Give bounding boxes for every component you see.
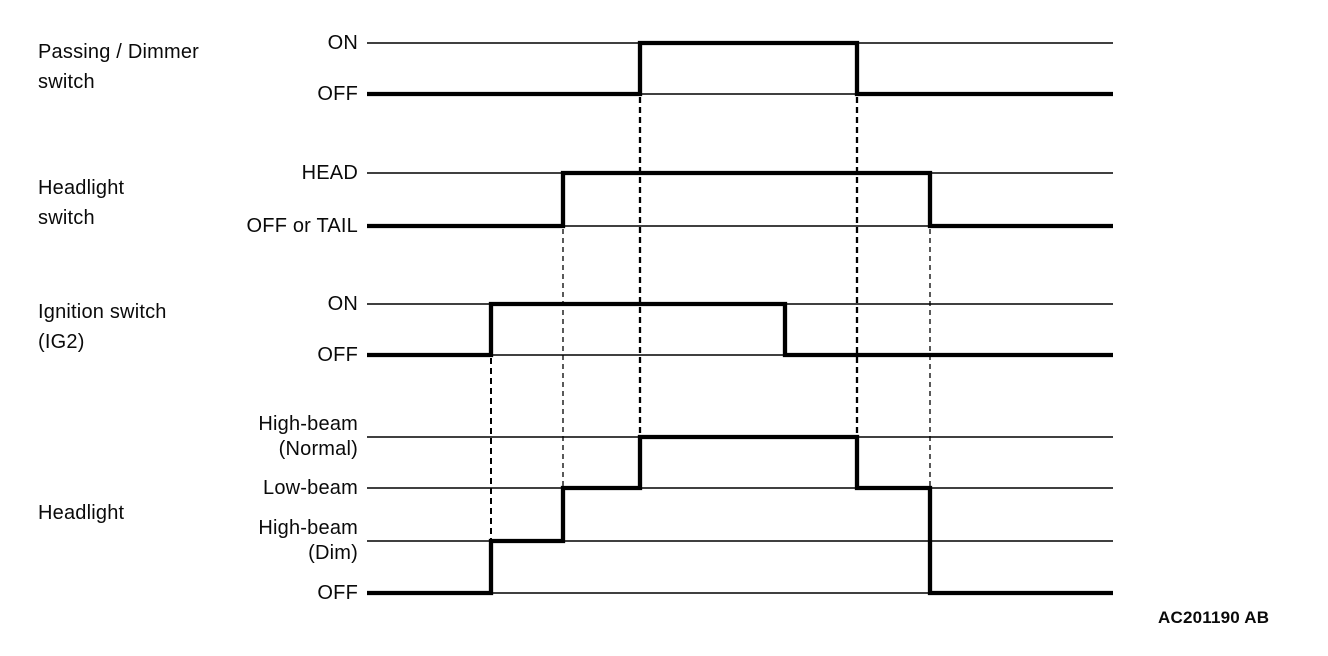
- signal-trace-0: [367, 40, 1113, 97]
- level-label-line: (Normal): [278, 438, 358, 460]
- level-label-ignition-on: ON: [327, 293, 358, 315]
- level-label-passing-on: ON: [327, 32, 358, 54]
- level-label-headlight-off: OFF: [317, 582, 358, 604]
- section-label-line: switch: [38, 207, 95, 229]
- level-label-line: (Dim): [308, 542, 358, 564]
- section-label-ignition-switch: Ignition switch (IG2): [38, 297, 167, 357]
- figure-code: AC201190 AB: [1158, 608, 1270, 627]
- section-label-line: Headlight: [38, 502, 125, 524]
- level-label-headlight-switch-head: HEAD: [301, 162, 358, 184]
- section-label-line: Ignition switch: [38, 301, 167, 323]
- level-label-line: High-beam: [258, 517, 358, 539]
- section-label-line: (IG2): [38, 331, 85, 353]
- level-label-headlight-high-beam-normal: High-beam (Normal): [258, 412, 358, 462]
- section-label-headlight: Headlight: [38, 498, 124, 528]
- level-label-headlight-high-beam-dim: High-beam (Dim): [258, 516, 358, 566]
- level-label-headlight-switch-off-or-tail: OFF or TAIL: [246, 215, 358, 237]
- section-label-line: switch: [38, 71, 95, 93]
- level-label-passing-off: OFF: [317, 83, 358, 105]
- section-label-line: Headlight: [38, 177, 125, 199]
- section-label-passing-dimmer-switch: Passing / Dimmer switch: [38, 37, 199, 97]
- level-label-ignition-off: OFF: [317, 344, 358, 366]
- signal-trace-2: [367, 301, 1113, 358]
- section-label-headlight-switch: Headlight switch: [38, 173, 124, 233]
- signal-trace-1: [367, 170, 1113, 229]
- level-label-headlight-low-beam: Low-beam: [263, 477, 358, 499]
- level-label-line: High-beam: [258, 413, 358, 435]
- signal-trace-3: [367, 434, 1113, 596]
- section-label-line: Passing / Dimmer: [38, 41, 200, 63]
